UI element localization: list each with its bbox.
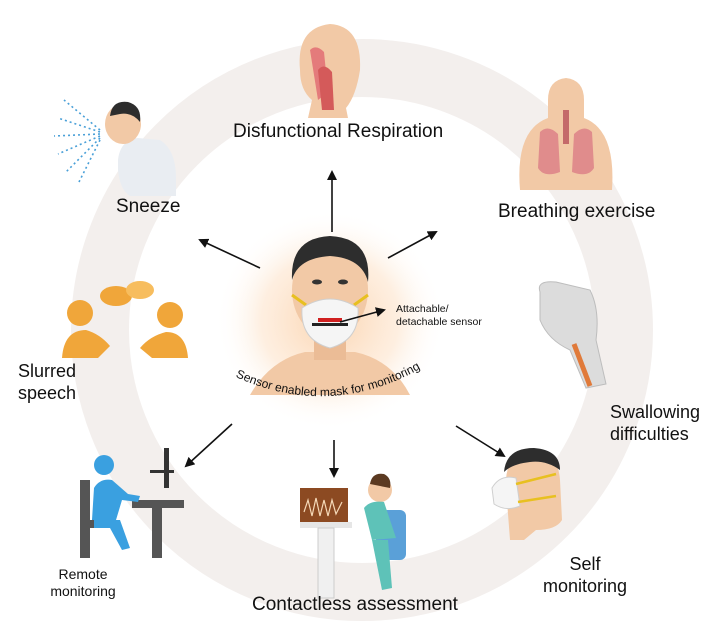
self-monitoring-illustration bbox=[491, 448, 562, 540]
label-slurred-line1: Slurred bbox=[18, 361, 77, 381]
label-slurred-speech: Slurred speech bbox=[18, 360, 76, 404]
label-swallowing-line2: difficulties bbox=[610, 424, 689, 444]
contactless-assessment-illustration bbox=[300, 473, 406, 599]
label-sensor-line1: Attachable/ bbox=[396, 303, 449, 315]
label-self-line2: monitoring bbox=[542, 576, 628, 596]
label-sneeze: Sneeze bbox=[116, 196, 181, 217]
arrow-to-remote bbox=[184, 423, 233, 468]
swallowing-cross-section-illustration bbox=[538, 281, 607, 389]
arrow-to-self bbox=[455, 425, 506, 458]
masked-person-illustration bbox=[250, 236, 410, 395]
label-disfunctional-respiration: Disfunctional Respiration bbox=[233, 121, 444, 142]
arrow-to-sensor bbox=[339, 307, 386, 323]
label-remote-line1: Remote bbox=[58, 566, 108, 582]
label-sensor-line2: detachable sensor bbox=[396, 316, 482, 328]
label-sensor: Attachable/ detachable sensor bbox=[396, 303, 482, 329]
sneeze-illustration bbox=[53, 99, 176, 196]
arrow-to-sneeze bbox=[198, 238, 261, 269]
mask-sensor bbox=[318, 318, 342, 322]
label-slurred-line2: speech bbox=[18, 383, 77, 403]
label-breathing-exercise: Breathing exercise bbox=[498, 201, 656, 222]
label-self-line1: Self bbox=[569, 554, 601, 574]
arrow-to-breathing bbox=[387, 231, 438, 259]
arrows bbox=[184, 170, 506, 478]
label-remote-monitoring: Remote monitoring bbox=[38, 566, 128, 600]
respiration-head-illustration bbox=[299, 24, 361, 118]
remote-monitoring-illustration bbox=[80, 448, 184, 558]
breathing-torso-illustration bbox=[519, 78, 613, 190]
label-contactless-assessment: Contactless assessment bbox=[252, 594, 458, 615]
label-swallowing-difficulties: Swallowing difficulties bbox=[610, 401, 700, 445]
slurred-speech-illustration bbox=[62, 281, 188, 358]
background-ring bbox=[71, 39, 653, 621]
label-swallowing-line1: Swallowing bbox=[610, 402, 701, 422]
label-remote-line2: monitoring bbox=[50, 583, 116, 599]
label-self-monitoring: Self monitoring bbox=[530, 553, 640, 597]
